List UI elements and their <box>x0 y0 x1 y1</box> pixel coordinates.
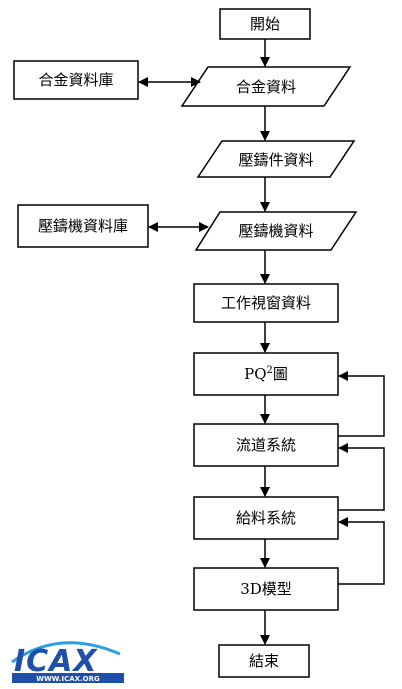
gating-system-node: 給料系統 <box>193 496 339 540</box>
alloy-data-label: 合金資料 <box>236 78 296 96</box>
pq2-superscript: 2 <box>267 365 273 376</box>
alloy-database-node: 合金資料庫 <box>13 60 139 100</box>
loop-model-to-gating <box>338 517 385 585</box>
logo-url: WWW.ICAX.ORG <box>36 675 100 683</box>
runner-system-node: 流道系統 <box>193 423 339 467</box>
machine-data-label: 壓鑄機資料 <box>238 222 313 240</box>
flow-arrows <box>138 39 385 645</box>
machine-data-node: 壓鑄機資料 <box>194 211 358 251</box>
alloy-data-node: 合金資料 <box>180 66 352 107</box>
end-node: 結束 <box>218 644 310 678</box>
casting-data-label: 壓鑄件資料 <box>238 151 313 169</box>
pq2-chart-label: PQ2圖 <box>244 365 288 383</box>
start-label: 開始 <box>250 15 280 33</box>
pq2-chart-node: PQ2圖 <box>193 352 339 396</box>
machine-database-label: 壓鑄機資料庫 <box>38 217 128 235</box>
icax-logo: ICAX WWW.ICAX.ORG <box>11 641 124 683</box>
pq2-suffix: 圖 <box>273 365 288 383</box>
logo-swoosh <box>11 641 121 664</box>
model-3d-node: 3D模型 <box>193 567 339 611</box>
gating-system-label: 給料系統 <box>236 509 296 527</box>
window-data-node: 工作視窗資料 <box>193 283 339 323</box>
start-node: 開始 <box>219 8 311 40</box>
logo-url-bar <box>12 673 124 683</box>
loop-gating-to-runner <box>338 443 385 511</box>
pq2-prefix: PQ <box>244 365 266 383</box>
model-3d-label: 3D模型 <box>240 580 292 598</box>
runner-system-label: 流道系統 <box>236 436 296 454</box>
loop-runner-to-pq2 <box>338 371 385 437</box>
machine-database-node: 壓鑄機資料庫 <box>17 204 149 248</box>
alloy-database-label: 合金資料庫 <box>38 71 113 89</box>
casting-data-node: 壓鑄件資料 <box>196 140 356 178</box>
end-label: 結束 <box>249 652 279 670</box>
window-data-label: 工作視窗資料 <box>221 294 311 312</box>
